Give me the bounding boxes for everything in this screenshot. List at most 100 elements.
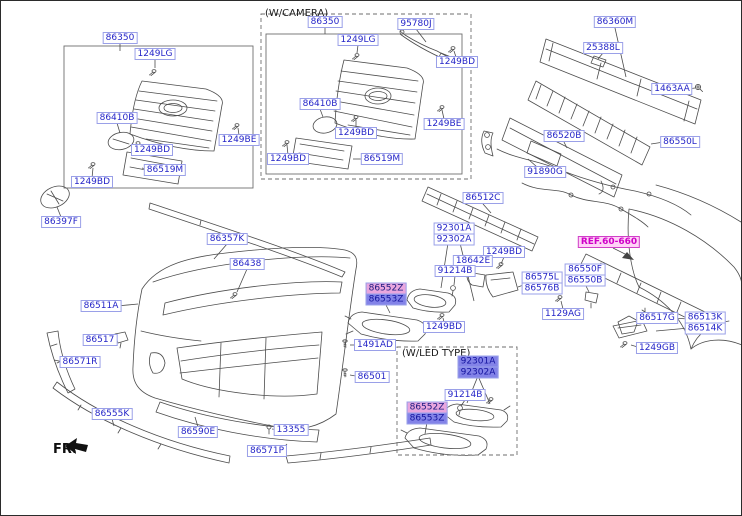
part-label-86501[interactable]: 86501 (354, 371, 390, 383)
part-number-text: 86590E (177, 426, 219, 438)
leader-line (482, 203, 492, 214)
part-number-text: 86575L (521, 271, 563, 284)
part-label-86438[interactable]: 86438 (229, 258, 265, 270)
part-label-86357k[interactable]: 86357K (206, 233, 248, 245)
leader-line (415, 28, 427, 43)
part-label-1491ad[interactable]: 1491AD (354, 339, 396, 351)
part-label-1249bd[interactable]: 1249BD (422, 321, 466, 333)
camera-emblem-drawing (312, 116, 338, 134)
part-label-86511a[interactable]: 86511A (80, 300, 122, 312)
part-label-1249gb[interactable]: 1249GB (635, 342, 679, 354)
part-number-text: 92302A (457, 366, 499, 379)
part-label-86519m[interactable]: 86519M (360, 153, 404, 165)
part-number-text: 1249BD (482, 246, 526, 258)
part-number-text: 86517 (82, 334, 118, 346)
leader-line (385, 304, 391, 314)
part-label-1249be[interactable]: 1249BE (218, 134, 260, 146)
part-label-86571r[interactable]: 86571R (59, 356, 101, 368)
leader-line (527, 158, 538, 168)
part-number-text: 86550F (564, 263, 606, 276)
section-title-fr: FR. (53, 442, 78, 457)
leader-line (441, 109, 445, 120)
part-label-1249be[interactable]: 1249BE (423, 118, 465, 130)
part-label-86550l[interactable]: 86550L (660, 136, 700, 148)
part-label-86512c[interactable]: 86512C (462, 192, 504, 204)
part-label-13355[interactable]: 13355 (273, 424, 309, 436)
leader-line (111, 418, 115, 427)
part-label-86517[interactable]: 86517 (82, 334, 118, 346)
part-label-86397f[interactable]: 86397F (41, 216, 81, 228)
part-number-text: 1249BD (422, 321, 466, 333)
part-label-86517g[interactable]: 86517G (636, 312, 678, 324)
part-number-text: 86519M (360, 153, 404, 165)
energy-absorber-drawing (527, 80, 651, 166)
part-label-91890g[interactable]: 91890G (524, 166, 566, 178)
part-label-86360m[interactable]: 86360M (593, 16, 637, 28)
part-number-text: 91214B (434, 265, 476, 277)
part-label-1249bd[interactable]: 1249BD (130, 144, 174, 156)
part-label-1249bd[interactable]: 1249BD (70, 176, 114, 188)
part-label-1129ag[interactable]: 1129AG (542, 308, 584, 320)
leader-line (453, 275, 456, 286)
part-number-text: 1249BD (334, 127, 378, 139)
part-label-1249bd[interactable]: 1249BD (334, 127, 378, 139)
hood-emblem-drawing (40, 185, 70, 209)
part-number-text: 86511A (80, 300, 122, 312)
part-label-1249bd[interactable]: 1249BD (266, 153, 310, 165)
part-label-91214b[interactable]: 91214B (434, 265, 476, 277)
leader-line (500, 256, 505, 265)
part-label-86590e[interactable]: 86590E (177, 426, 219, 438)
part-label-1249bd[interactable]: 1249BD (435, 56, 479, 68)
part-number-text: 86501 (354, 371, 390, 383)
mid-harness-drawing (521, 182, 649, 228)
part-label-95780j[interactable]: 95780J (397, 18, 435, 30)
leader-line (116, 122, 121, 134)
part-number-text: 86513K (684, 311, 726, 324)
part-label-1249lg[interactable]: 1249LG (134, 48, 176, 60)
leader-line (460, 399, 466, 407)
leader-line (236, 268, 248, 293)
leader-line (560, 300, 564, 310)
part-label-86350[interactable]: 86350 (102, 32, 138, 44)
section-title-wledtype: (W/LED TYPE) (402, 349, 470, 359)
leader-line (194, 416, 199, 428)
part-number-text: 86555K (91, 408, 133, 420)
part-number-text: 86410B (96, 112, 138, 124)
part-number-text: 86571P (246, 445, 288, 457)
leader-line (356, 44, 359, 54)
part-label-86410b[interactable]: 86410B (96, 112, 138, 124)
part-label-1463aa[interactable]: 1463AA (651, 83, 693, 95)
part-label-ref60-660[interactable]: REF.60-660 (577, 236, 641, 248)
part-label-86571p[interactable]: 86571P (246, 445, 288, 457)
part-number-text: 86519M (143, 164, 187, 176)
part-label-1249lg[interactable]: 1249LG (337, 34, 379, 46)
part-number-text: 1249BE (423, 118, 465, 130)
part-label-1249bd[interactable]: 1249BD (482, 246, 526, 258)
part-label-86519m[interactable]: 86519M (143, 164, 187, 176)
bumper-cover-drawing (132, 247, 358, 430)
part-number-text: 1249LG (337, 34, 379, 46)
part-label-86520b[interactable]: 86520B (543, 130, 585, 142)
bumper-rail-drawing (539, 38, 702, 125)
part-label-86410b[interactable]: 86410B (299, 98, 341, 110)
part-number-text: 86512C (462, 192, 504, 204)
fr-direction-arrow (65, 438, 88, 454)
part-label-25388l[interactable]: 25388L (583, 42, 623, 54)
leader-line (655, 327, 690, 332)
section-title-text: FR. (53, 442, 78, 457)
part-number-text: 1491AD (354, 339, 396, 351)
part-number-text: 1249BD (435, 56, 479, 68)
part-label-91214b[interactable]: 91214B (444, 389, 486, 401)
section-title-text: (W/CAMERA) (265, 8, 329, 19)
part-number-text: 86514K (684, 322, 726, 335)
part-number-text: 86552Z (365, 282, 407, 295)
part-label-86350[interactable]: 86350 (307, 16, 343, 28)
part-label-86555k[interactable]: 86555K (91, 408, 133, 420)
